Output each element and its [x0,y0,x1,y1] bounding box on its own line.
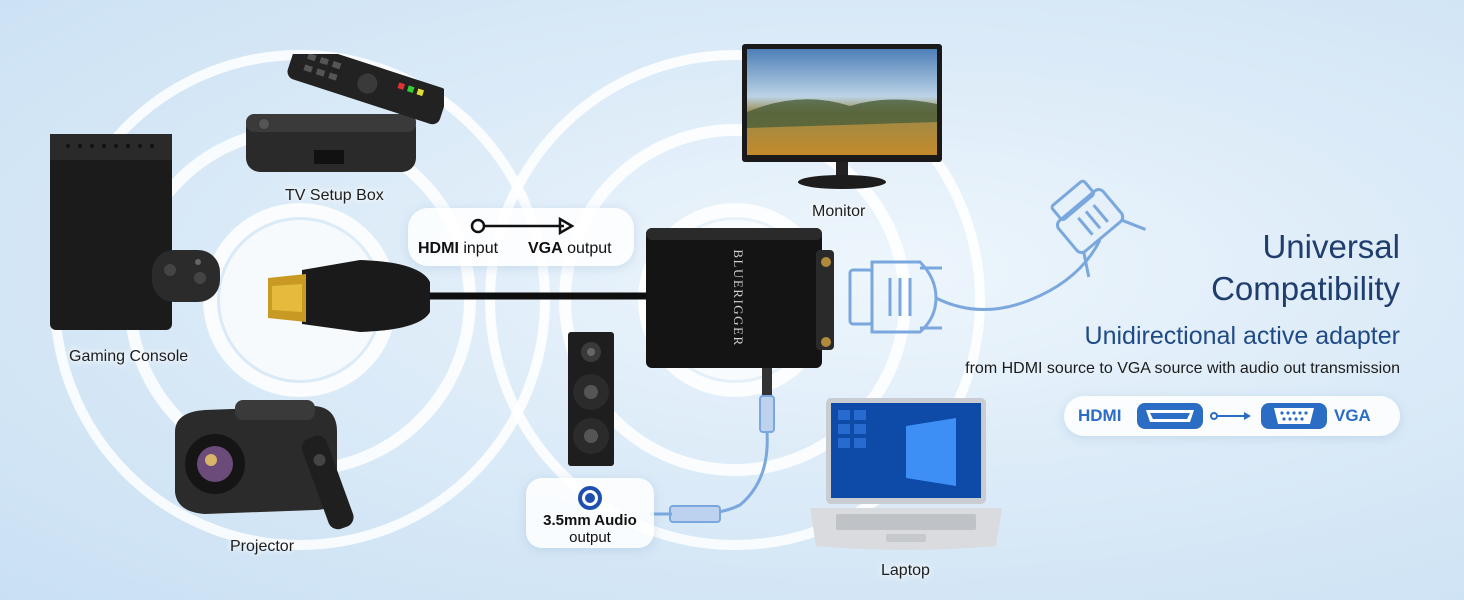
vga-plug-outline [848,260,942,334]
gaming-console-image [50,134,220,330]
gaming-console-label: Gaming Console [69,348,189,365]
headline-subtitle: Unidirectional active adapter [1084,322,1400,350]
audio-output-line1: 3.5mm Audio [543,512,637,529]
hdmi-port-icon [1137,403,1203,429]
audio-jack [762,368,772,398]
audio-jack-icon [578,486,602,510]
conversion-from-label: HDMI [1078,406,1122,425]
tv-setup-box-label: TV Setup Box [285,187,384,204]
conversion-pill: HDMI VGA [1064,396,1400,436]
tv-setup-box-image [246,54,444,172]
brand-text: BLUERIGGER [731,249,746,346]
vga-cable [935,239,1102,312]
arrow-right-icon [470,216,575,236]
conversion-to-label: VGA [1334,406,1371,425]
monitor-image [742,44,942,189]
audio-cable [689,431,769,516]
hdmi-plug [302,260,430,332]
audio-output-pill: 3.5mm Audio output [526,478,654,548]
hdmi-input-label: HDMI input [418,240,499,257]
adapter-box [646,228,822,368]
vga-port-icon [1261,403,1327,429]
headline-description: from HDMI source to VGA source with audi… [965,360,1400,377]
projector-image [175,400,354,530]
laptop-image [810,398,1002,550]
arrow-right-icon [1210,412,1251,420]
monitor-label: Monitor [812,203,866,220]
laptop-label: Laptop [881,562,930,579]
projector-label: Projector [230,538,295,555]
signal-direction-pill: HDMI input VGA output [408,208,634,266]
headline-line1: Universal [1262,228,1400,265]
speaker-image [568,332,614,466]
headline-line2: Compatibility [1211,270,1400,307]
audio-output-line2: output [569,529,611,546]
vga-output-label: VGA output [528,240,612,257]
